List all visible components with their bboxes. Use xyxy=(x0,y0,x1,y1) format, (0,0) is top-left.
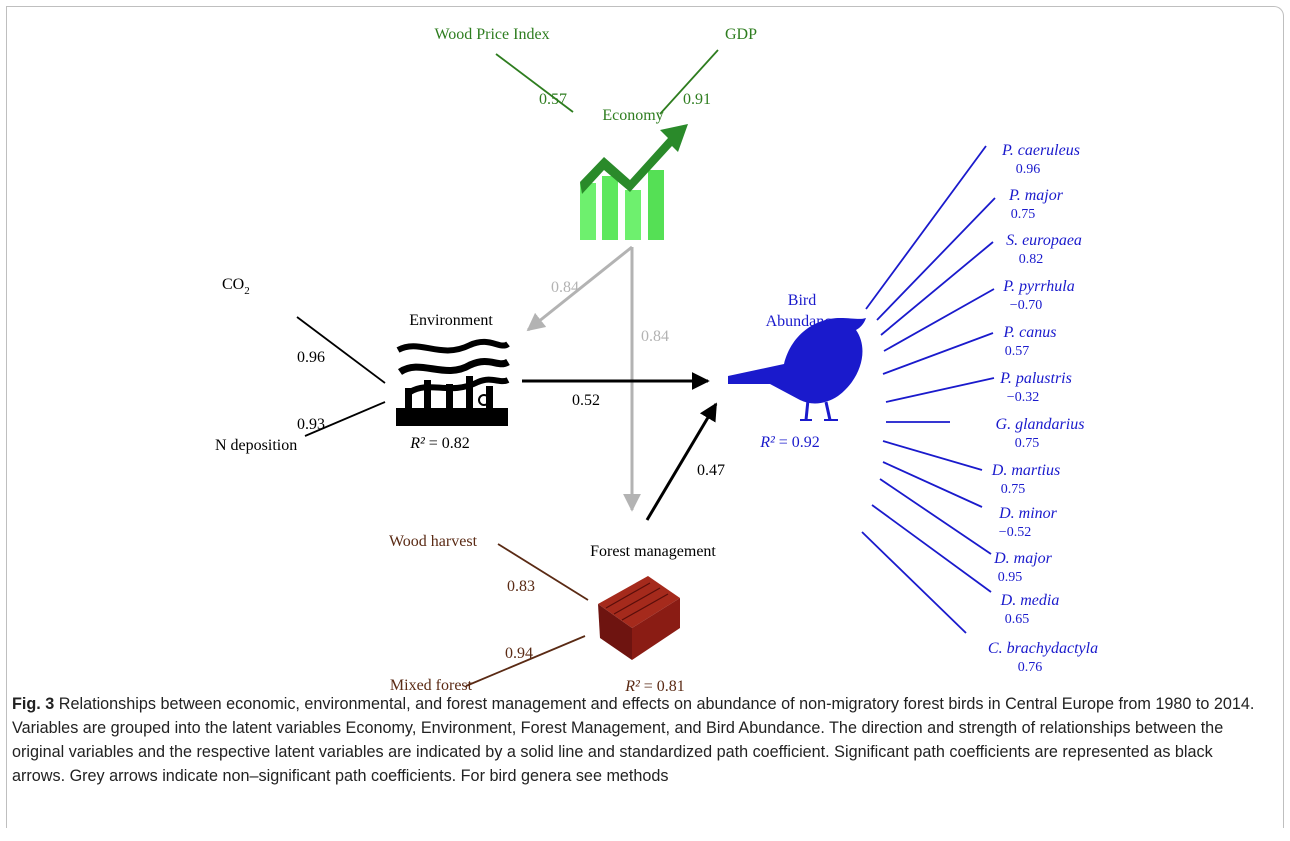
species-coef: 0.76 xyxy=(1018,660,1043,675)
economy-chart-icon xyxy=(573,124,697,240)
species-name: S. europaea xyxy=(1006,232,1082,249)
species-coef: 0.65 xyxy=(1005,612,1030,627)
wood-price-index-coef: 0.57 xyxy=(539,91,567,108)
species-indicators: P. caeruleus 0.96 P. major 0.75 S. europaea 0… xyxy=(861,142,1098,675)
wood-harvest-line xyxy=(497,543,589,601)
wood-harvest-coef: 0.83 xyxy=(507,578,535,595)
species-coef: 0.75 xyxy=(1015,436,1040,451)
species-name: P. pyrrhula xyxy=(1002,278,1074,295)
figure-caption: Fig. 3 Relationships between economic, e… xyxy=(12,692,1268,788)
n-deposition-line xyxy=(304,401,386,437)
path-economy-environment-coef: 0.84 xyxy=(551,279,579,296)
caption-label: Fig. 3 xyxy=(12,695,55,713)
species-name: C. brachydactyla xyxy=(988,640,1098,657)
gdp-coef: 0.91 xyxy=(683,91,711,108)
species-line xyxy=(882,440,983,471)
species-name: P. major xyxy=(1008,187,1064,204)
path-forest-birds xyxy=(645,402,718,521)
wood-price-index-line xyxy=(495,53,574,113)
species-coef: 0.82 xyxy=(1019,252,1044,267)
factory-icon xyxy=(396,338,510,426)
mixed-forest-coef: 0.94 xyxy=(505,645,533,662)
economy-label: Economy xyxy=(602,107,663,124)
gdp-label: GDP xyxy=(725,26,757,43)
species-name: D. media xyxy=(1000,592,1060,609)
bird-label-line1: Bird xyxy=(788,292,816,309)
species-coef: −0.32 xyxy=(1007,390,1039,405)
forest-management-label: Forest management xyxy=(590,543,716,560)
forest-r2: R² = 0.81 xyxy=(624,678,685,695)
forest-group: Wood harvest 0.83 0.94 Mixed forest Fore… xyxy=(389,533,716,695)
species-coef: −0.70 xyxy=(1010,298,1042,313)
species-line xyxy=(885,377,995,403)
bird-icon xyxy=(728,318,866,421)
co2-label: CO2 xyxy=(222,276,250,297)
environment-r2: R² = 0.82 xyxy=(409,435,470,452)
birds-group: Bird Abundance R² = 0.92 P. caeruleus0.9… xyxy=(728,142,1098,675)
environment-label: Environment xyxy=(409,312,493,329)
species-name: G. glandarius xyxy=(996,416,1085,433)
wood-harvest-label: Wood harvest xyxy=(389,533,478,550)
economy-group: Wood Price Index 0.57 GDP 0.91 Economy xyxy=(434,26,757,240)
species-line xyxy=(876,197,996,321)
environment-group: CO2 0.96 0.93 N deposition Environment R… xyxy=(215,276,510,454)
species-line xyxy=(880,241,994,336)
species-coef: 0.75 xyxy=(1001,482,1026,497)
path-economy-forest-coef: 0.84 xyxy=(641,328,669,345)
species-line xyxy=(871,504,992,593)
wood-price-index-label: Wood Price Index xyxy=(434,26,549,43)
species-coef: 0.96 xyxy=(1016,162,1041,177)
path-forest-birds-coef: 0.47 xyxy=(697,462,725,479)
species-name: P. caeruleus xyxy=(1001,142,1080,159)
species-line xyxy=(882,332,994,375)
caption-text: Relationships between economic, environm… xyxy=(12,695,1255,785)
species-name: D. major xyxy=(993,550,1053,567)
species-name: D. minor xyxy=(998,505,1058,522)
species-coef: 0.75 xyxy=(1011,207,1036,222)
species-line xyxy=(879,478,992,555)
species-line xyxy=(883,288,995,352)
n-deposition-label: N deposition xyxy=(215,437,297,454)
species-coef: −0.52 xyxy=(999,525,1031,540)
n-deposition-coef: 0.93 xyxy=(297,416,325,433)
species-line xyxy=(861,531,967,634)
figure-frame xyxy=(6,6,1284,828)
species-name: D. martius xyxy=(991,462,1060,479)
gdp-line xyxy=(659,49,719,115)
mixed-forest-label: Mixed forest xyxy=(390,677,473,694)
species-name: P. canus xyxy=(1002,324,1056,341)
path-economy-environment xyxy=(526,245,633,332)
co2-line xyxy=(296,316,386,384)
wood-log-icon xyxy=(598,576,680,660)
path-environment-birds-coef: 0.52 xyxy=(572,392,600,409)
mixed-forest-line xyxy=(465,635,586,687)
species-coef: 0.57 xyxy=(1005,344,1030,359)
species-line xyxy=(882,461,983,508)
species-name: P. palustris xyxy=(999,370,1072,387)
species-line xyxy=(865,145,987,310)
co2-coef: 0.96 xyxy=(297,349,325,366)
bird-r2: R² = 0.92 xyxy=(759,434,820,451)
path-diagram: Wood Price Index 0.57 GDP 0.91 Economy C… xyxy=(215,26,1098,695)
species-coef: 0.95 xyxy=(998,570,1023,585)
